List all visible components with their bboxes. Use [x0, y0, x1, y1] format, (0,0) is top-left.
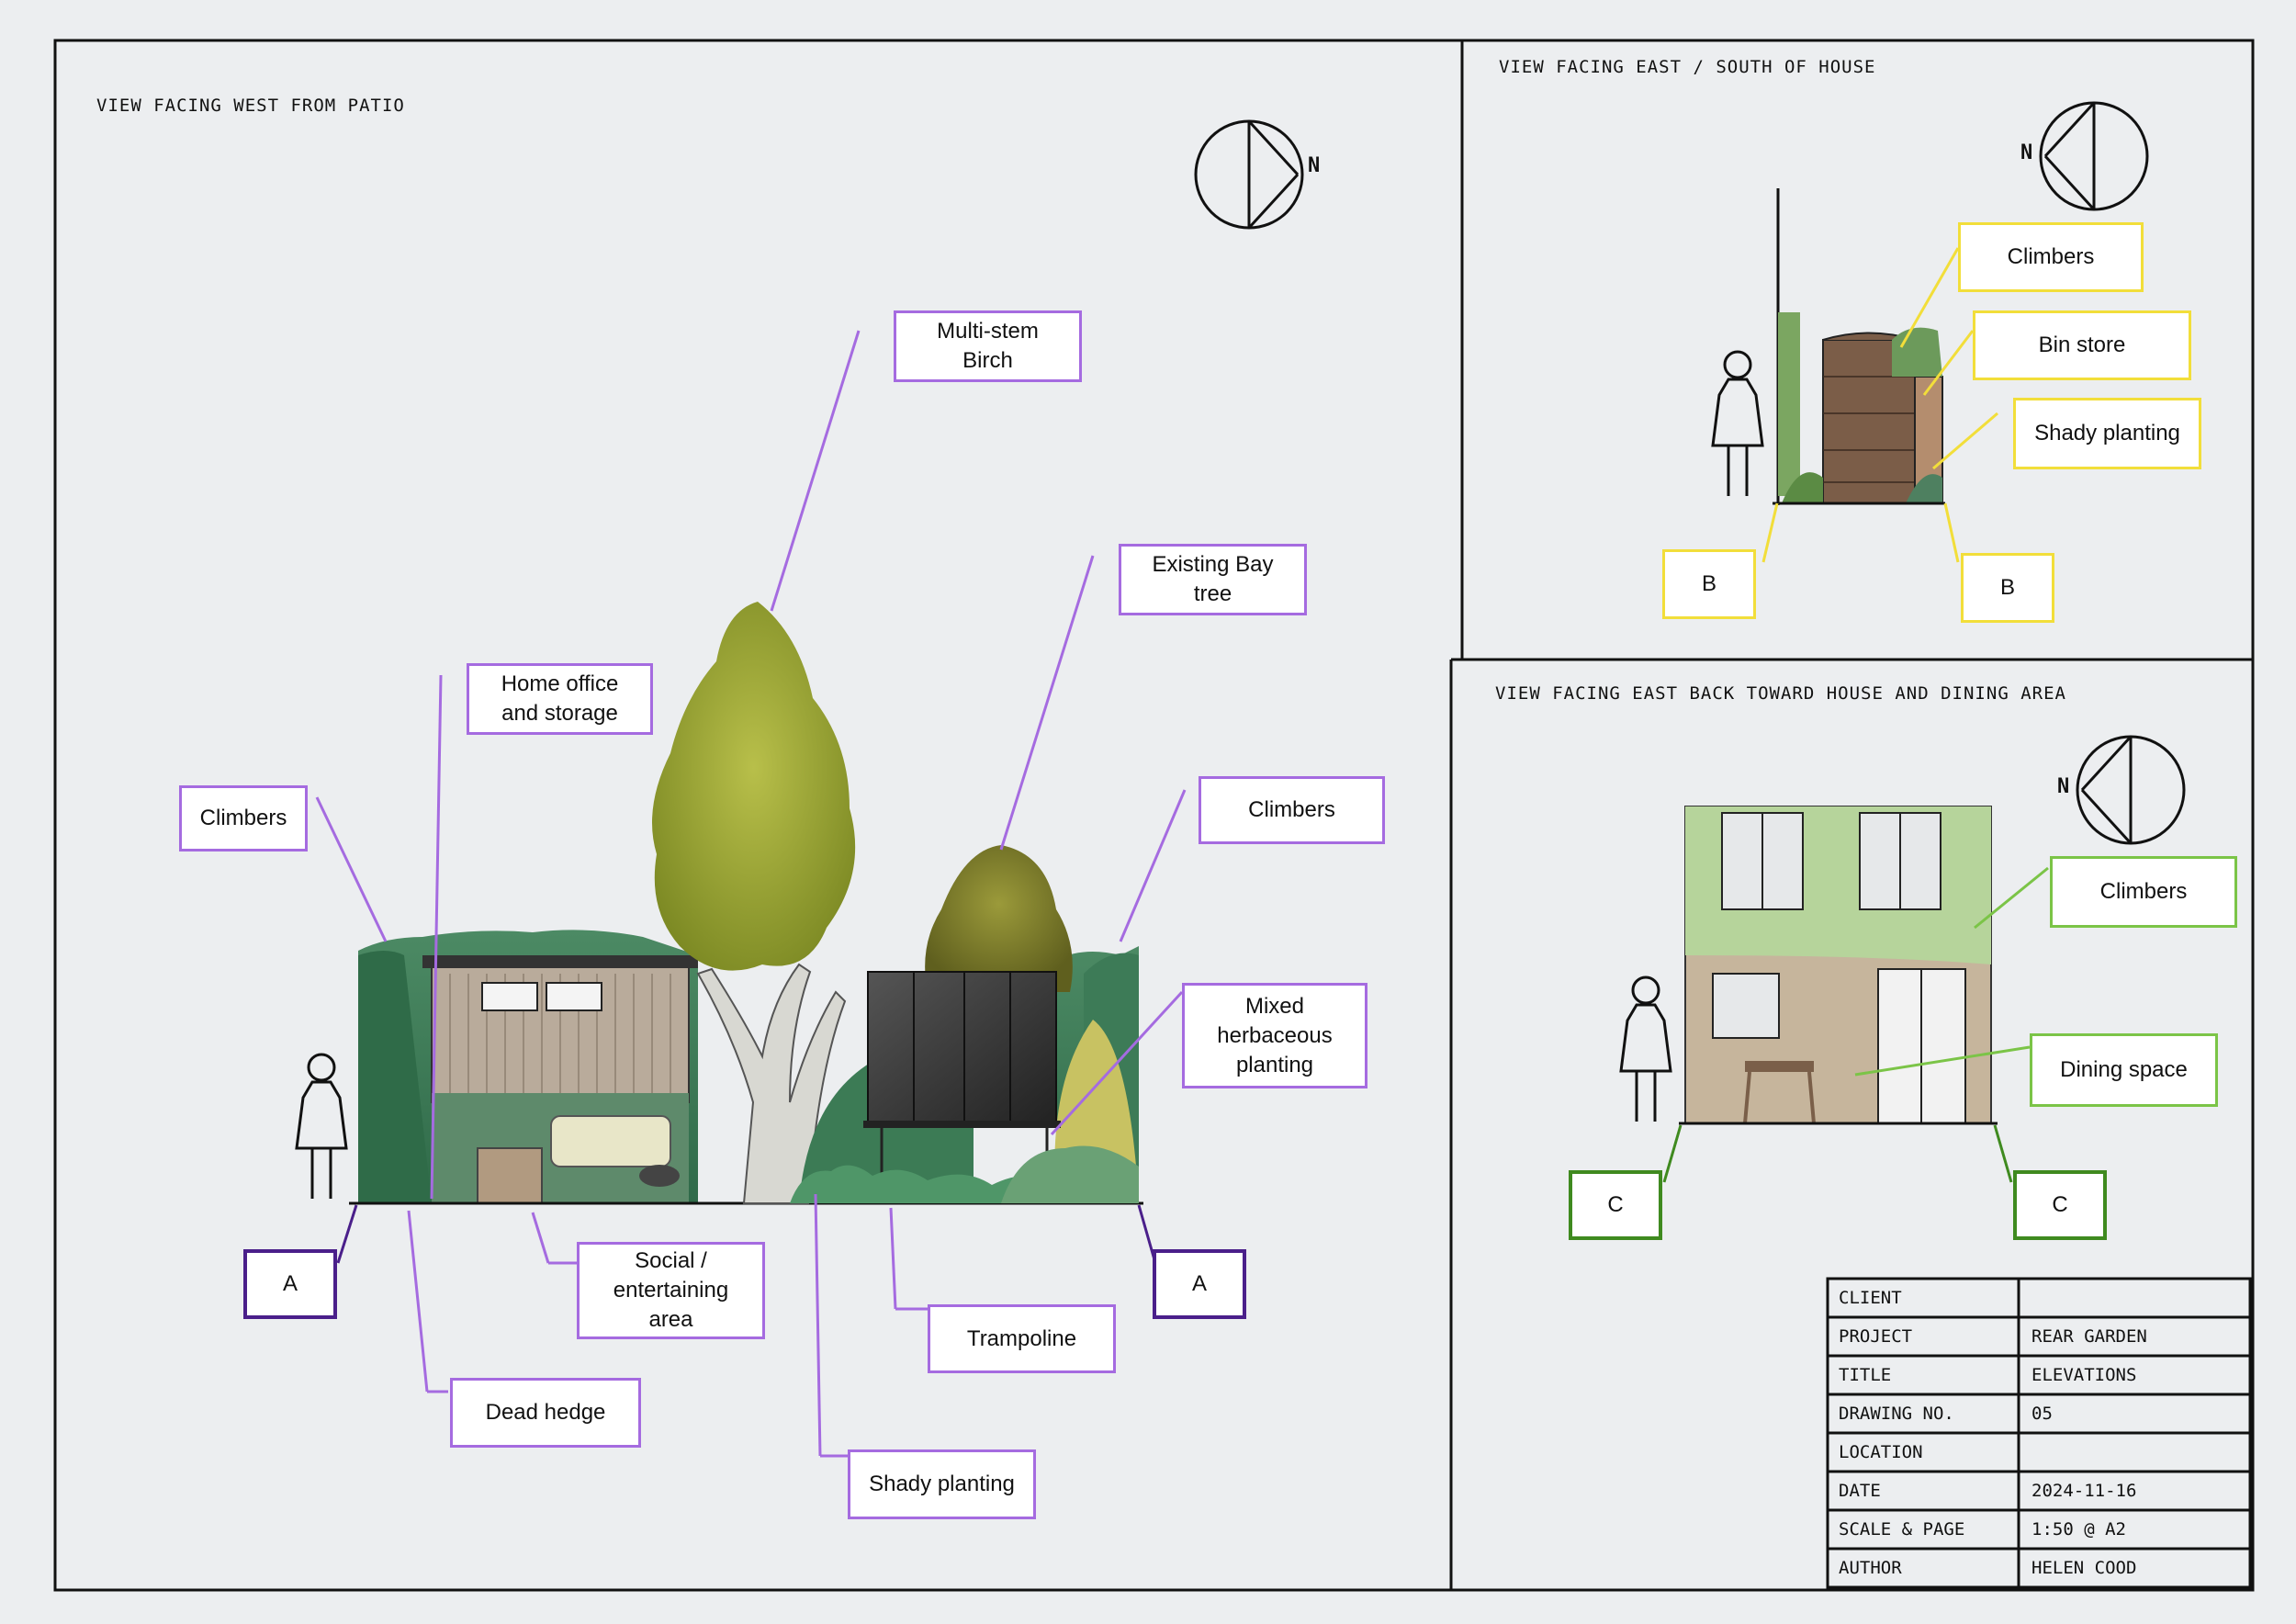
title-block-author-key: Author — [1839, 1558, 1902, 1578]
view-title-east-south: View facing east / south of house — [1499, 57, 1876, 77]
west-elevation-drawing — [295, 602, 1143, 1205]
north-label-1: N — [1308, 154, 1322, 177]
leaders-main — [315, 330, 1187, 1458]
label-multi-stem-birch: Multi-stem Birch — [894, 310, 1082, 382]
leaders-green — [1854, 866, 2049, 1077]
section-marker-c-right: C — [2013, 1170, 2107, 1240]
north-label-3: N — [2057, 775, 2071, 798]
label-social-entertaining-area: Social / entertaining area — [577, 1242, 765, 1339]
title-block-scale-key: Scale & Page — [1839, 1519, 1965, 1539]
east-back-elevation-drawing — [1619, 806, 1998, 1125]
north-arrow-2 — [2039, 101, 2149, 211]
north-label-2: N — [2020, 141, 2034, 164]
title-block-location-key: Location — [1839, 1442, 1923, 1462]
section-marker-b-right: B — [1961, 553, 2054, 623]
leaders-yellow — [1761, 247, 1998, 563]
label-climbers-b: Climbers — [1958, 222, 2144, 292]
title-block-title-key: Title — [1839, 1365, 1892, 1385]
label-dead-hedge: Dead hedge — [450, 1378, 641, 1448]
title-block-date-value: 2024-11-16 — [2032, 1481, 2137, 1501]
label-trampoline: Trampoline — [928, 1304, 1116, 1373]
label-climbers-right: Climbers — [1199, 776, 1385, 844]
label-climbers-left: Climbers — [179, 785, 308, 851]
title-block-date-key: Date — [1839, 1481, 1881, 1501]
label-shady-planting-main: Shady planting — [848, 1449, 1036, 1519]
section-marker-c-left: C — [1569, 1170, 1662, 1240]
east-south-elevation-drawing — [1711, 188, 1945, 505]
north-arrow-3 — [2076, 735, 2186, 845]
label-bin-store: Bin store — [1973, 310, 2191, 380]
title-block-project-value: Rear Garden — [2032, 1326, 2147, 1347]
view-title-east-back: View facing east back toward house and d… — [1495, 683, 2066, 704]
title-block-drawing-no-value: 05 — [2032, 1404, 2053, 1424]
title-block-client-key: Client — [1839, 1288, 1902, 1308]
label-climbers-c: Climbers — [2050, 856, 2237, 928]
label-shady-planting-b: Shady planting — [2013, 398, 2201, 469]
title-block-grid — [1826, 1277, 2252, 1589]
section-marker-b-left: B — [1662, 549, 1756, 619]
label-dining-space: Dining space — [2030, 1033, 2218, 1107]
label-home-office: Home office and storage — [467, 663, 653, 735]
label-mixed-herbaceous-planting: Mixed herbaceous planting — [1182, 983, 1367, 1088]
section-marker-a-left: A — [243, 1249, 337, 1319]
section-marker-a-right: A — [1153, 1249, 1246, 1319]
title-block-drawing-no-key: Drawing No. — [1839, 1404, 1954, 1424]
north-arrow-1 — [1194, 119, 1304, 230]
title-block-title-value: Elevations — [2032, 1365, 2137, 1385]
leaders-section-c — [1662, 1124, 2013, 1183]
title-block-author-value: Helen Cood — [2032, 1558, 2137, 1578]
title-block-project-key: Project — [1839, 1326, 1913, 1347]
label-existing-bay-tree: Existing Bay tree — [1119, 544, 1307, 615]
title-block-scale-value: 1:50 @ A2 — [2032, 1519, 2126, 1539]
sheet-border — [53, 39, 2255, 1592]
view-title-west: View facing west from patio — [96, 96, 405, 116]
